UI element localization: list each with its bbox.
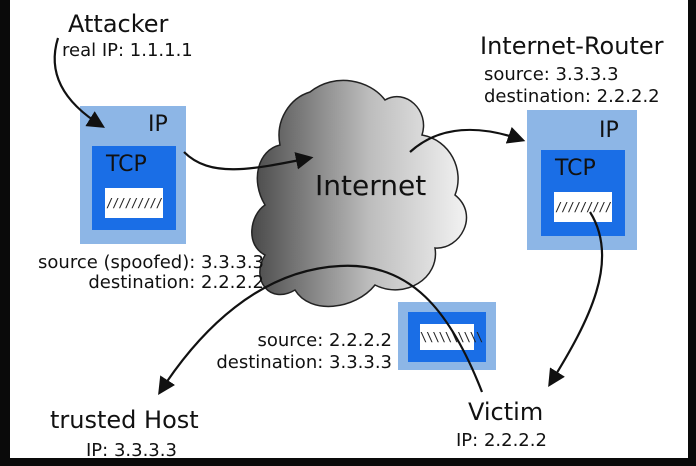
router-tcp-segment: TCP ///////// (541, 150, 625, 236)
attacker-destination: destination: 2.2.2.2 (88, 272, 264, 293)
trusted-host-ip: IP: 3.3.3.3 (86, 440, 177, 459)
reply-ip-packet: \\\\\\\\\\ (398, 302, 496, 370)
arrow-router-to-victim (548, 211, 604, 387)
router-ip-packet: IP TCP ///////// (527, 110, 637, 250)
router-payload: ///////// (554, 192, 612, 222)
attacker-ip-label: IP (148, 112, 168, 137)
router-destination: destination: 2.2.2.2 (484, 86, 660, 107)
router-title: Internet-Router (480, 32, 664, 60)
router-source: source: 3.3.3.3 (484, 64, 619, 85)
attacker-ip-packet: IP TCP ///////// (80, 106, 186, 244)
victim-title: Victim (468, 398, 544, 426)
victim-ip: IP: 2.2.2.2 (456, 430, 547, 451)
attacker-real-ip: real IP: 1.1.1.1 (62, 40, 193, 61)
arrow-attacker-to-packet (53, 37, 105, 128)
trusted-host-title: trusted Host (50, 406, 199, 434)
attacker-source: source (spoofed): 3.3.3.3 (38, 252, 264, 273)
router-ip-label: IP (599, 118, 619, 143)
reply-source: source: 2.2.2.2 (257, 330, 392, 351)
reply-destination: destination: 3.3.3.3 (216, 352, 392, 373)
reply-payload: \\\\\\\\\\ (420, 324, 483, 350)
diagram-panel: Internet Attacker real IP: 1.1.1.1 IP TC… (10, 0, 688, 458)
attacker-tcp-label: TCP (106, 152, 147, 177)
router-payload-data: ///////// (554, 200, 612, 214)
attacker-payload: ///////// (105, 188, 163, 218)
arrow-victim-to-trusted-host (158, 264, 484, 395)
attacker-tcp-segment: TCP ///////// (92, 146, 176, 230)
attacker-title: Attacker (68, 10, 169, 38)
flow-arrows (53, 37, 604, 395)
internet-cloud (251, 79, 468, 308)
arrow-internet-to-router (409, 126, 526, 153)
arrow-packet-to-internet (183, 151, 314, 171)
reply-tcp-segment: \\\\\\\\\\ (408, 312, 486, 362)
router-tcp-label: TCP (555, 156, 596, 181)
attacker-payload-data: ///////// (105, 196, 163, 210)
internet-label: Internet (315, 169, 427, 202)
reply-payload-data: \\\\\\\\\\ (420, 330, 483, 344)
